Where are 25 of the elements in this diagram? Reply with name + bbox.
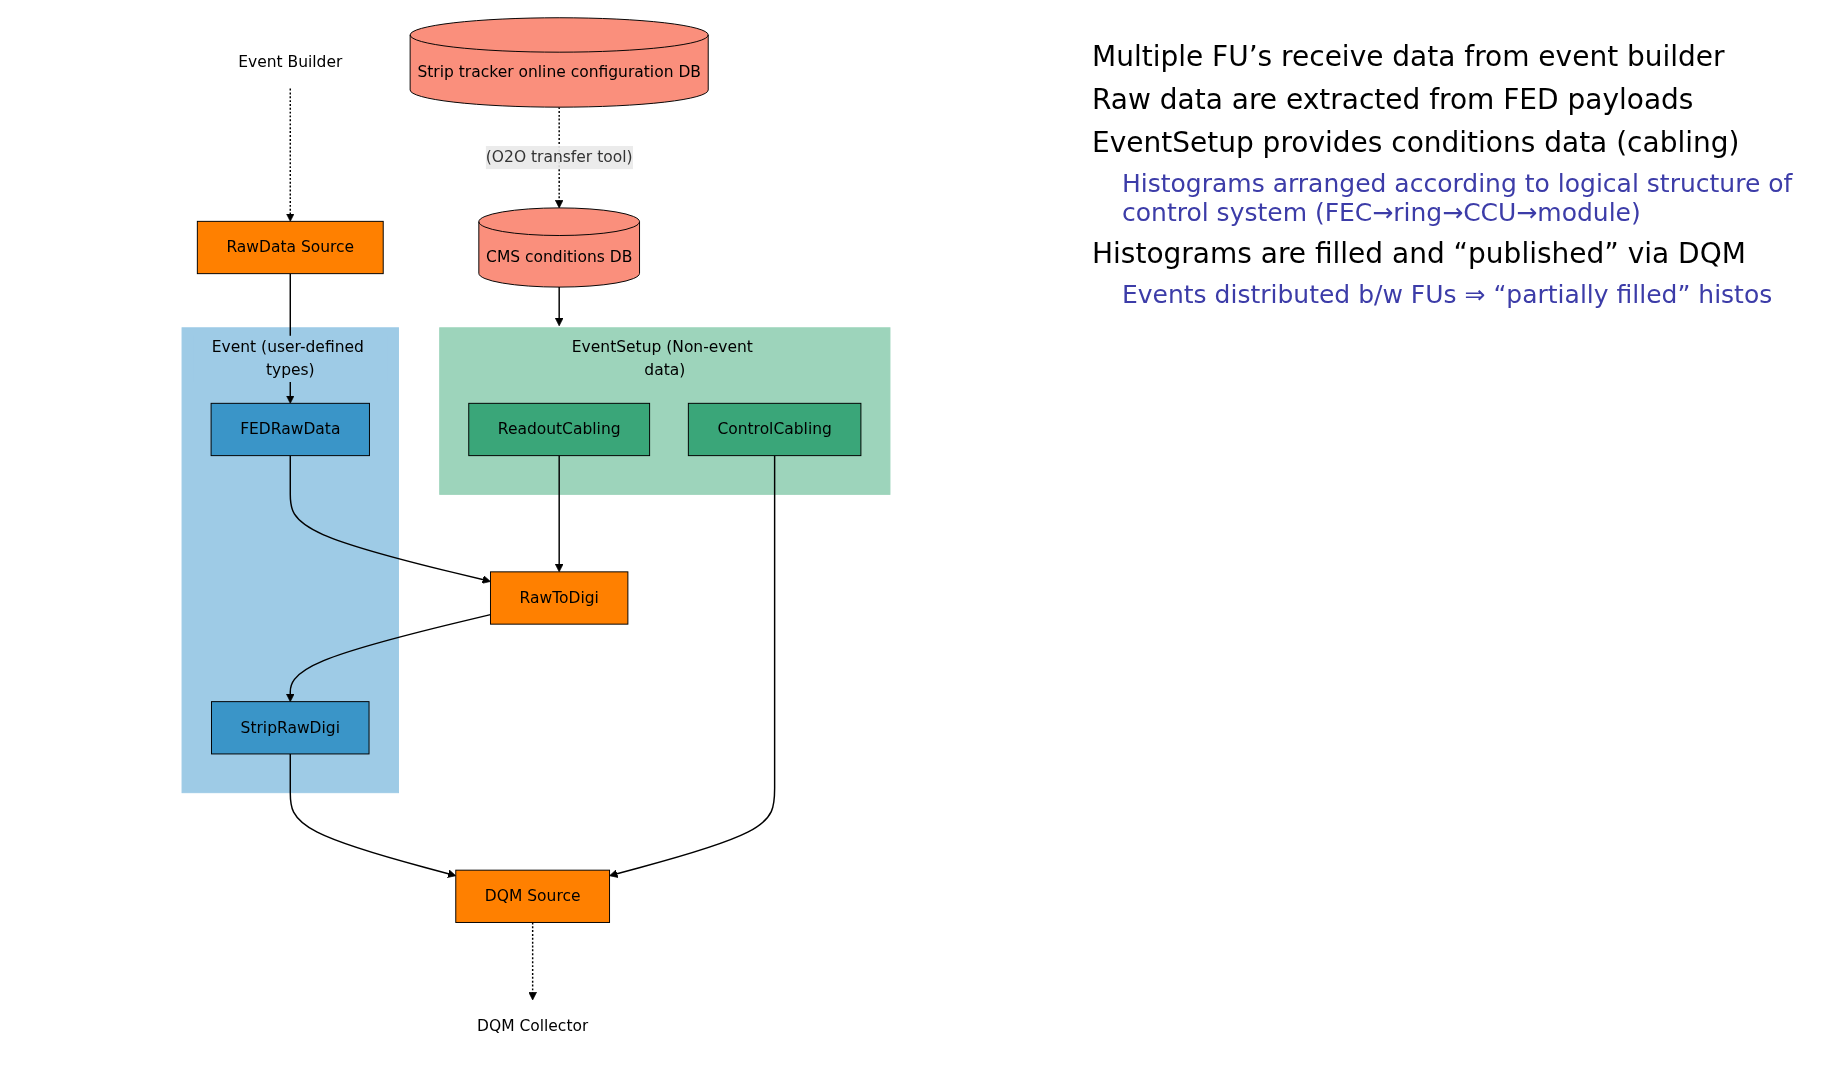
node-box: DQM Source <box>455 869 611 923</box>
node-text: Event Builder <box>238 52 343 72</box>
sub-bullet-text: Histograms arranged according to logical structure of control system (FEC→ring→CCU→module) <box>1122 169 1794 227</box>
bullet-text: Multiple FU’s receive data from event builder <box>1092 40 1726 73</box>
node-box: ControlCabling <box>687 402 862 457</box>
arrow <box>289 454 491 584</box>
arrow <box>554 286 564 327</box>
bullet-text: Raw data are extracted from FED payloads <box>1092 83 1695 116</box>
node-box: StripRawDigi <box>211 701 370 755</box>
arrow <box>554 106 564 209</box>
bullet-text: Histograms are filled and “published” via DQM <box>1092 237 1747 270</box>
node-box: RawToDigi <box>490 571 629 625</box>
node-text: DQM Collector <box>477 1016 589 1035</box>
node-box: RawData Source <box>196 220 384 275</box>
sub-bullet-text: Events distributed b/w FUs ⇒ “partially filled” histos <box>1122 280 1774 309</box>
arrow <box>289 753 457 878</box>
arrow <box>609 454 776 878</box>
arrow <box>286 87 295 222</box>
arrow <box>528 921 537 1001</box>
arrow <box>286 613 492 703</box>
node-box: ReadoutCabling <box>468 402 651 457</box>
arrow <box>554 454 564 573</box>
edge-label: (O2O transfer tool) <box>485 147 633 167</box>
node-box: FEDRawData <box>210 402 370 457</box>
bullet-text: EventSetup provides conditions data (cabling) <box>1092 126 1741 159</box>
